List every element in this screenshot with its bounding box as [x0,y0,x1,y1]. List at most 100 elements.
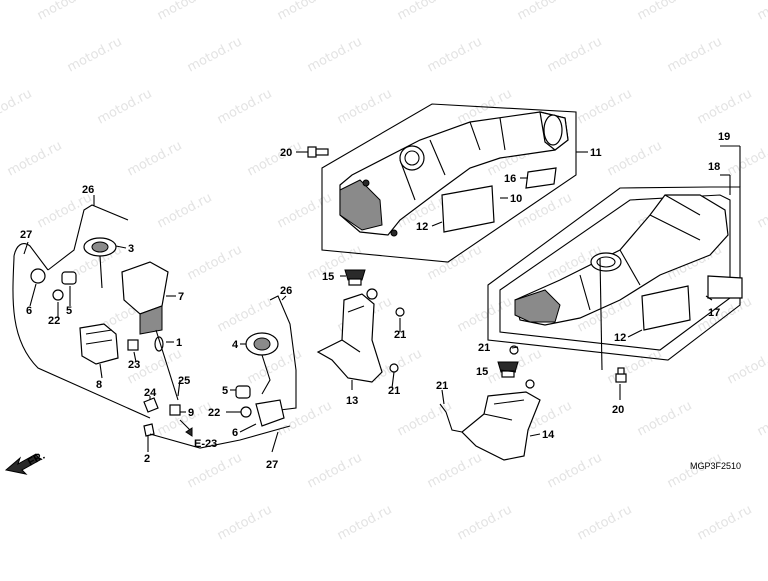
watermark-text: motod.ru [455,294,515,335]
watermark-text: motod.ru [125,138,185,179]
lower-sponge-12 [641,285,691,331]
callout: 26 [280,285,292,297]
watermark-text: motod.ru [215,86,275,127]
cover-14 [439,345,541,461]
fitting-6b [255,399,285,427]
bolt-21a [366,288,378,300]
watermark-text: motod.ru [335,86,395,127]
bolt-20-lower [615,367,627,383]
callout: 16 [504,173,516,185]
watermark-text: motod.ru [755,190,768,231]
watermark-text: motod.ru [305,450,365,491]
watermark-text: motod.ru [515,0,575,24]
watermark-text: motod.ru [725,138,768,179]
upper-duct-port [399,145,425,171]
fr-arrow-icon [4,453,41,475]
callout: 13 [346,395,358,407]
callout: 7 [178,291,184,303]
bracket-13-body [316,293,383,383]
fr-label: FR. [26,450,47,469]
grommet-15a [344,269,366,286]
callout: 19 [718,131,730,143]
callout: 26 [82,184,94,196]
callout: 21 [436,380,448,392]
seal-17 [707,275,743,299]
watermark-text: motod.ru [215,502,275,543]
upper-sponge-12 [441,185,495,233]
watermark-text: motod.ru [155,0,215,24]
watermark-text: motod.ru [455,502,515,543]
watermark-text: motod.ru [635,398,695,439]
watermark-text: motod.ru [275,190,335,231]
screw-22a [52,289,64,301]
bolt-21c [389,363,399,373]
callout: 27 [20,229,32,241]
watermark-text: motod.ru [395,398,455,439]
callout: 11 [590,147,602,159]
callout: 22 [48,315,60,327]
callout: 23 [128,359,140,371]
callout: 5 [222,385,228,397]
front-direction-arrow: FR. [4,450,47,475]
fitting-24 [143,397,159,413]
watermark-text: motod.ru [185,242,245,283]
callouts: 20 11 16 10 12 19 18 17 12 20 15 21 21 1… [20,131,730,471]
watermark-text: motod.ru [95,86,155,127]
watermark-text: motod.ru [35,0,95,24]
joint-9 [169,404,181,416]
upper-duct-opening [543,114,563,146]
callout: 2 [144,453,150,465]
callout: 6 [232,427,238,439]
callout: 9 [188,407,194,419]
callout: 8 [96,379,102,391]
callout: 17 [708,307,720,319]
callout: 21 [478,342,490,354]
callout: 25 [178,375,190,387]
watermark-text: motod.ru [155,190,215,231]
watermark-text: motod.ru [725,346,768,387]
upper-group-frame [321,103,577,263]
bolt-21b [395,307,405,317]
watermark-text: motod.ru [755,0,768,24]
lower-air-duct-group [487,186,743,383]
watermark-text: motod.ru [335,502,395,543]
callout: 15 [476,366,488,378]
watermark-text: motod.ru [275,398,335,439]
screw-22b [240,406,252,418]
watermark-text: motod.ru [755,398,768,439]
callout: 24 [144,387,157,399]
watermark-text: motod.ru [695,86,755,127]
watermark-text: motod.ru [245,138,305,179]
watermark-text: motod.ru [425,34,485,75]
bolt-20-upper [307,146,329,158]
solenoid-8 [79,323,119,365]
watermark-text: motod.ru [305,34,365,75]
lower-group-frame-18 [499,194,731,351]
watermark-text: motod.ru [545,34,605,75]
watermark-text: motod.ru [575,86,635,127]
watermark-text: motod.ru [275,0,335,24]
callout: 20 [280,147,292,159]
leader-lines [23,145,741,453]
lower-group-frame-19 [487,186,741,361]
watermark-text: motod.ru [605,138,665,179]
callout: 20 [612,404,624,416]
callout: 14 [542,429,555,441]
watermark-text: motod.ru [185,34,245,75]
watermark-text: motod.ru [545,450,605,491]
watermark-text: motod.ru [215,294,275,335]
callout: 21 [394,329,406,341]
watermark-text: motod.ru [635,0,695,24]
cover-14-body [461,391,541,461]
solenoid-hose-group [12,204,297,449]
upper-duct-flange [339,179,383,231]
callout: 15 [322,271,334,283]
lower-duct-port [590,252,622,272]
watermark-text: motod.ru [425,242,485,283]
callout: 22 [208,407,220,419]
callout: 4 [232,339,239,351]
callout: 18 [708,161,720,173]
watermark-text: motod.ru [35,190,95,231]
callout: 5 [66,305,72,317]
